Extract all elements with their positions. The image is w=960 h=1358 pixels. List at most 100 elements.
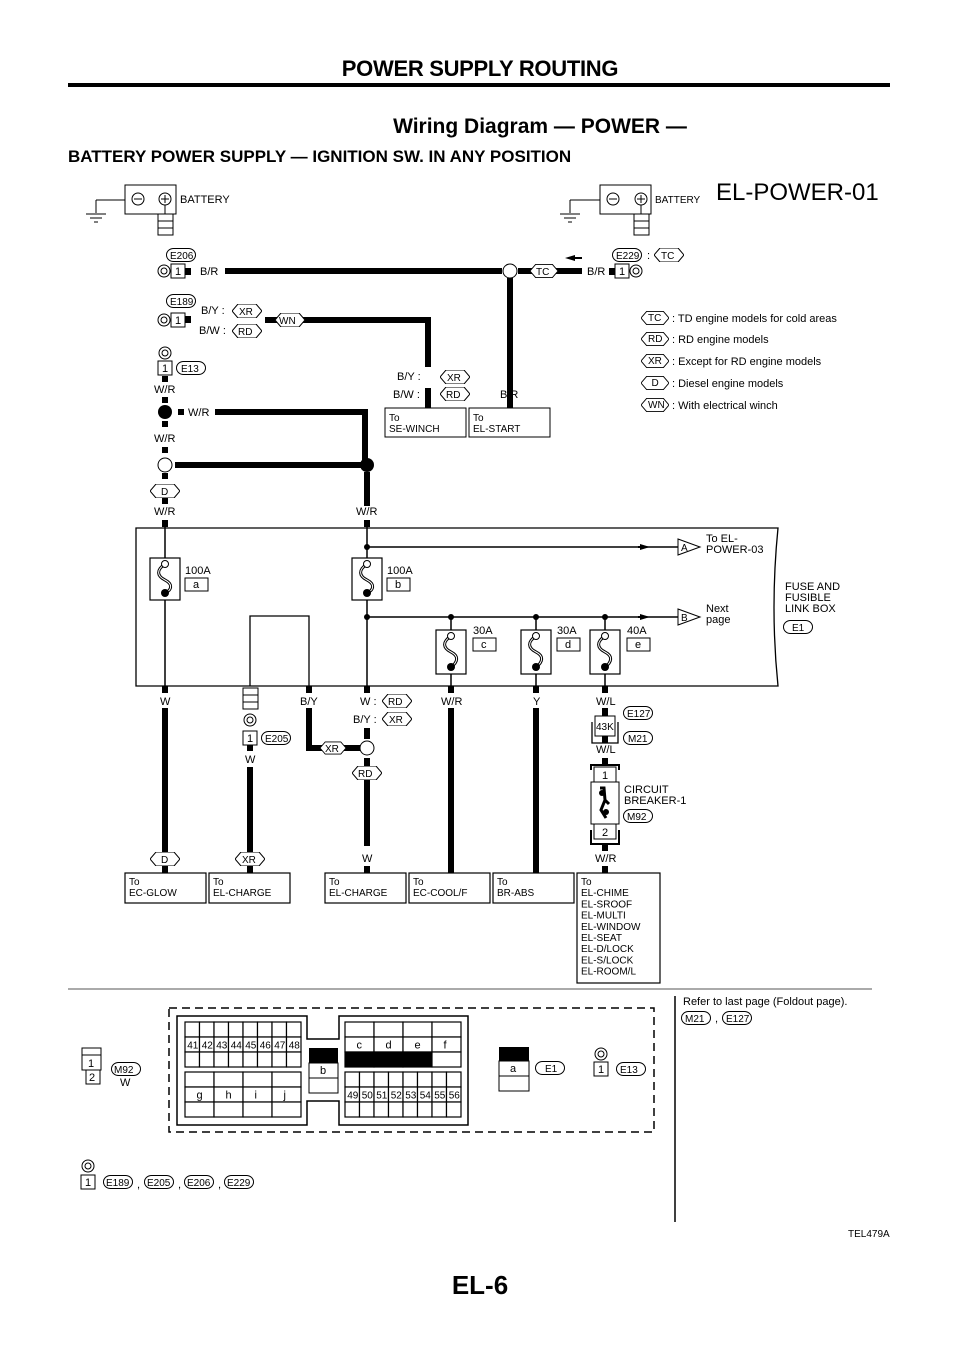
pin-label: 47 — [274, 1041, 286, 1052]
wire-color: B/R — [587, 266, 605, 278]
connector-id: E206 — [187, 1178, 211, 1189]
pin-label: h — [226, 1090, 232, 1102]
circuit-breaker: 1 2 CIRCUIT BREAKER-1 M92 — [590, 764, 686, 845]
dest-to: To — [389, 413, 400, 424]
pin-label: f — [444, 1040, 448, 1052]
section-header: POWER SUPPLY ROUTING — [341, 56, 619, 81]
dest-to: To — [473, 413, 484, 424]
legend-item-tc: TC: TD engine models for cold areas — [641, 311, 837, 325]
pin-label: 56 — [449, 1091, 461, 1102]
pin-number: 2 — [602, 827, 608, 839]
wire-color: W/R — [356, 506, 377, 518]
pin-label: 51 — [376, 1091, 388, 1102]
terminal-list: 1 E189 , E205 , E206 , E229 — [80, 1159, 255, 1191]
option-xr: XR — [325, 744, 339, 755]
fuse-box-outline — [135, 527, 779, 687]
dest-se-winch: To SE-WINCH — [384, 407, 467, 438]
connector-id: M21 — [685, 1014, 705, 1025]
fuse-rating: 30A — [473, 625, 493, 637]
option-rd: RD — [388, 697, 402, 708]
legend-item-xr: XR: Except for RD engine models — [641, 354, 822, 368]
output-text: Next — [706, 603, 729, 615]
diagram-title: Wiring Diagram — POWER — — [393, 115, 687, 138]
option-tc: TC — [536, 267, 549, 278]
wire-br — [225, 268, 502, 274]
e1-pin-b: b — [308, 1048, 339, 1094]
breaker-label: CIRCUIT — [624, 784, 669, 796]
option-description: : TD engine models for cold areas — [672, 313, 837, 325]
output-text: To EL- — [706, 533, 738, 545]
output-b: B Next page — [677, 603, 730, 626]
splice-open — [359, 740, 375, 756]
wire-color: W — [362, 853, 373, 865]
dest-to: To — [497, 877, 508, 888]
wire-color: W/L — [596, 696, 616, 708]
pin-label: j — [283, 1090, 286, 1102]
legend-item-wn: WN: With electrical winch — [641, 398, 778, 412]
wire-color: B/Y : — [397, 371, 421, 383]
connector-color: W — [120, 1077, 131, 1089]
dest-label: EL-D/LOCK — [581, 944, 634, 955]
dest-to: To — [129, 877, 140, 888]
minus-terminal-icon — [131, 192, 145, 206]
connector-id: M92 — [627, 812, 647, 823]
wire-color: B/Y — [300, 696, 318, 708]
option-d: D — [161, 487, 168, 498]
pin-label: d — [386, 1040, 392, 1052]
pin-label: 52 — [391, 1091, 403, 1102]
wire-color: B/W : — [393, 389, 420, 401]
separator: , — [137, 1179, 140, 1191]
separator: : — [647, 250, 650, 262]
wire-color: W/R — [154, 433, 175, 445]
fuse-rating: 30A — [557, 625, 577, 637]
connector-id: M21 — [628, 734, 648, 745]
connector-e206: E206 1 B/R — [157, 248, 218, 279]
pin-label: e — [415, 1040, 421, 1052]
foldout-note: Refer to last page (Foldout page). — [683, 996, 847, 1008]
connector-view-m92: 1 2 M92 W — [81, 1047, 142, 1089]
connector-view-e1-a: a E1 — [498, 1047, 565, 1092]
pin-label: 46 — [260, 1041, 272, 1052]
pin-number: 1 — [619, 266, 625, 278]
dest-to: To — [413, 877, 424, 888]
splice-closed — [158, 405, 172, 419]
pin-number: 1 — [247, 733, 253, 745]
option-code: D — [652, 378, 659, 389]
fuse-rating: 40A — [627, 625, 647, 637]
option-xr: XR — [447, 373, 461, 384]
option-xr: XR — [239, 307, 253, 318]
dest-label: EL-MULTI — [581, 911, 626, 922]
pin-label: 53 — [405, 1091, 417, 1102]
dest-label: EL-WINDOW — [581, 922, 641, 933]
dest-to: To — [213, 877, 224, 888]
pin-label: g — [197, 1090, 203, 1102]
wire-color: B/Y : — [201, 305, 225, 317]
battery-right: BATTERY — [560, 184, 701, 236]
pin-label: 45 — [245, 1041, 257, 1052]
fuse-id: b — [395, 579, 401, 591]
wire-color: Y — [533, 696, 541, 708]
connector-id: E229 — [227, 1178, 251, 1189]
diagram-code: EL-POWER-01 — [716, 179, 879, 206]
splice-open — [502, 263, 518, 279]
option-code: RD — [648, 334, 662, 345]
pin-label: 44 — [231, 1041, 243, 1052]
dest-label: EL-SEAT — [581, 933, 622, 944]
header-rule — [68, 83, 890, 87]
connector-id: E13 — [620, 1065, 638, 1076]
option-rd: RD — [358, 769, 372, 780]
connector-id: M92 — [114, 1065, 134, 1076]
dest-label: EL-START — [473, 424, 520, 435]
connector-id: E127 — [726, 1014, 750, 1025]
page-number: EL-6 — [451, 1270, 509, 1300]
wire-color: B/Y : — [353, 714, 377, 726]
wire-color: W/R — [154, 384, 175, 396]
